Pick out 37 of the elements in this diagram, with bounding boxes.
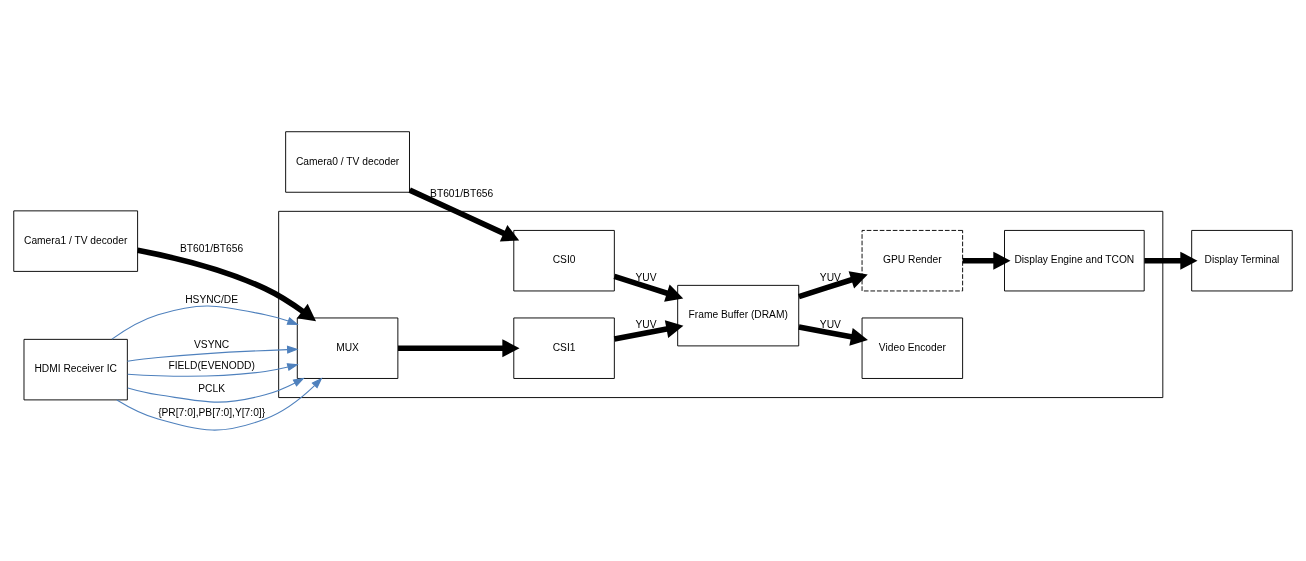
arrow — [613, 319, 684, 342]
node-box: MUX — [296, 317, 399, 379]
node-box: Video Encoder — [861, 317, 964, 379]
arrow — [127, 377, 305, 403]
node-box: CSI1 — [513, 317, 615, 379]
arrow — [798, 323, 868, 346]
arrow — [137, 247, 317, 321]
arrow — [116, 377, 323, 431]
node-box: Display Terminal — [1191, 229, 1293, 291]
node-box: Frame Buffer (DRAM) — [677, 284, 800, 346]
node-box: Camera0 / TV decoder — [285, 130, 410, 193]
edge-label: YUV — [635, 271, 657, 283]
arrow — [962, 251, 1011, 270]
edge-label: HSYNC/DE — [185, 293, 239, 305]
node-box: Display Engine and TCON — [1004, 229, 1145, 291]
node-box: GPU Render — [861, 229, 964, 291]
edge-label: BT601/BT656 — [430, 187, 494, 199]
arrow — [126, 345, 299, 362]
arrow — [111, 304, 299, 340]
edge-label: {PR[7:0],PB[7:0],Y[7:0]} — [158, 406, 266, 418]
edge-label: BT601/BT656 — [180, 242, 244, 254]
edge-label: YUV — [635, 318, 657, 330]
node-box: CSI0 — [513, 229, 615, 291]
arrow — [127, 362, 299, 377]
arrow — [798, 270, 868, 299]
edge-label: FIELD(EVENODD) — [168, 359, 255, 371]
cluster — [278, 210, 1164, 398]
arrow — [398, 338, 520, 357]
arrow — [1144, 251, 1198, 270]
edge-label: YUV — [819, 318, 841, 330]
node-box: Camera1 / TV decoder — [13, 209, 139, 272]
arrow — [613, 273, 684, 302]
node-box: HDMI Receiver IC — [23, 338, 128, 400]
arrow — [408, 187, 520, 241]
edge-label: VSYNC — [193, 338, 230, 350]
edge-label: YUV — [819, 271, 841, 283]
edge-label: PCLK — [198, 382, 225, 394]
